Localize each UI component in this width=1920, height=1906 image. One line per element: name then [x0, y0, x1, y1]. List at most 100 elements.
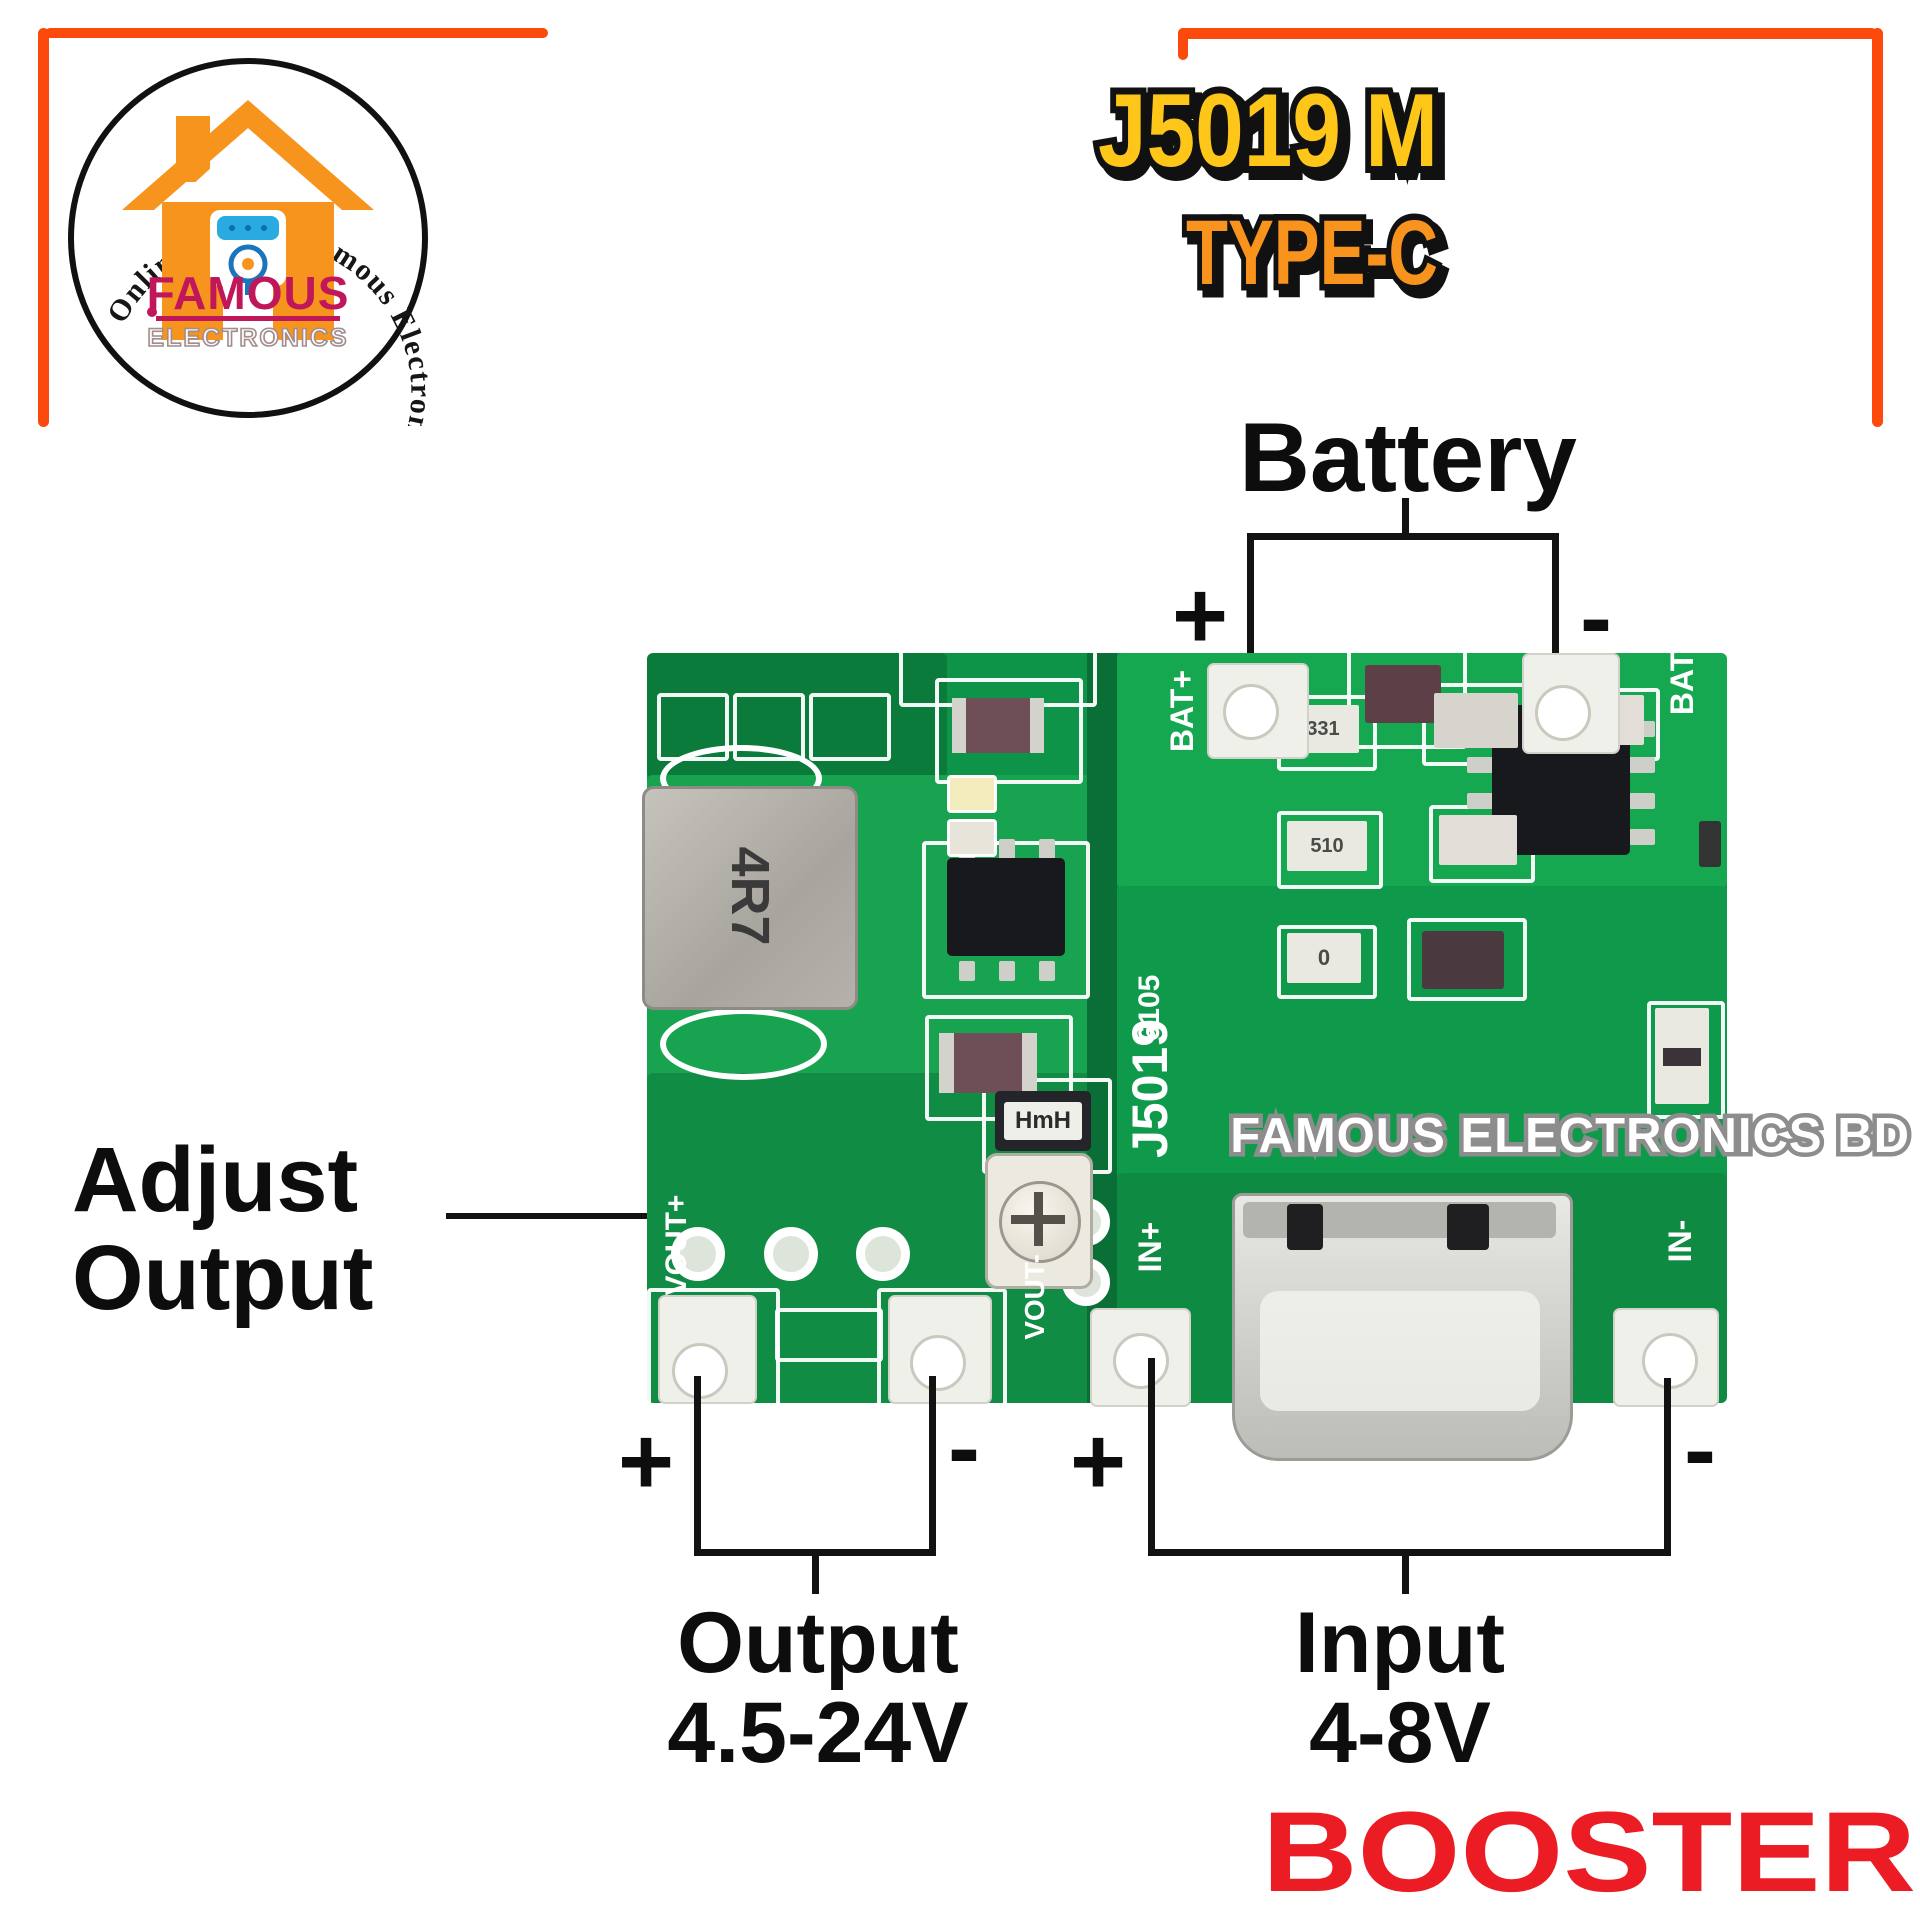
sot23-ic — [947, 858, 1065, 956]
famous-electronics-logo: Online Shop · Famous Electronics · Trust… — [68, 58, 436, 426]
title-line2-shadow: TYPE-C — [1192, 208, 1444, 306]
pcb-board: 4R7 331 510 — [642, 643, 1727, 1461]
silk-box — [775, 1308, 883, 1362]
input-range: 4-8V — [1309, 1685, 1491, 1781]
frame-top-right-stub — [1178, 28, 1188, 60]
smd-end — [1022, 1033, 1037, 1093]
smd-band — [1663, 1048, 1701, 1066]
smd-resistor — [1655, 1008, 1709, 1104]
title-block: J5019 M J5019 M TYPE-C TYPE-C — [1091, 66, 1450, 306]
in-plus-pad — [1090, 1308, 1191, 1407]
led — [947, 775, 997, 813]
silk-box — [1407, 918, 1527, 1001]
silk-bat-plus: BAT+ — [1164, 669, 1200, 753]
frame-top-right-bar — [1178, 28, 1877, 39]
ic-pin — [1629, 757, 1655, 773]
input-bracket-right — [1664, 1378, 1671, 1556]
silk-box — [809, 693, 891, 761]
silk-box — [935, 678, 1083, 784]
silk-vout-plus: VOUT+ — [660, 1194, 693, 1296]
smd-capacitor — [1365, 665, 1441, 723]
input-bracket-left — [1148, 1358, 1155, 1556]
frame-top-left-bar — [45, 28, 548, 38]
output-label: Output — [677, 1595, 959, 1691]
smd-capacitor — [952, 698, 1044, 753]
battery-plus: + — [1172, 562, 1229, 669]
component-marking: HmH — [1004, 1102, 1082, 1140]
input-bracket-bottom — [1148, 1549, 1671, 1556]
title-line1: J5019 M — [1098, 73, 1438, 189]
smd-resistor: 510 — [1287, 821, 1367, 871]
type-c-connector — [1232, 1193, 1573, 1461]
ic-pin — [1467, 793, 1493, 809]
battery-label: Battery — [1239, 402, 1577, 512]
in-plus-hole — [1113, 1333, 1169, 1389]
title-line1-shadow: J5019 M — [1104, 79, 1444, 195]
smd-capacitor — [1422, 931, 1504, 989]
input-label: Input — [1294, 1595, 1506, 1691]
vout-minus-hole — [910, 1335, 966, 1391]
logo-brand: FAMOUS — [147, 267, 350, 319]
silk-in-minus: IN- — [1662, 1219, 1698, 1263]
led — [947, 819, 997, 857]
ic-pin — [1629, 793, 1655, 809]
ic-pad — [999, 839, 1015, 859]
silk-box — [1277, 925, 1377, 999]
input-bracket-stem — [1402, 1556, 1409, 1594]
battery-bracket-stem — [1402, 498, 1409, 538]
output-bracket-bottom — [694, 1549, 936, 1556]
booster-caption: BOOSTER — [1262, 1789, 1916, 1906]
battery-bracket-right — [1552, 533, 1559, 710]
gadget-icon — [210, 210, 286, 295]
via-pad — [764, 1227, 818, 1281]
smd-resistor: 0 — [1287, 933, 1361, 983]
inductor — [660, 1008, 827, 1080]
battery-minus: - — [1580, 564, 1612, 671]
smd-resistor — [1439, 815, 1517, 865]
connector-face — [1260, 1291, 1540, 1411]
logo-brand-dot — [147, 307, 157, 317]
smd-end — [939, 1033, 954, 1093]
battery-bracket-top — [1247, 533, 1559, 540]
silk-box — [1647, 1001, 1725, 1119]
smd-resistor — [1434, 693, 1518, 748]
output-bracket-stem — [812, 1556, 819, 1594]
logo-brand-sub: ELECTRONICS — [147, 324, 348, 352]
silk-batch: 6105 — [1133, 974, 1166, 1042]
input-plus: + — [1070, 1408, 1127, 1515]
ic-pad — [959, 961, 975, 981]
screw-slot — [1011, 1215, 1065, 1224]
silk-bat-minus: BAT- — [1664, 642, 1700, 716]
frame-right-bar — [1872, 28, 1883, 427]
smd-capacitor — [939, 1033, 1037, 1093]
title-line2: TYPE-C — [1186, 202, 1438, 304]
logo-brand-underline — [156, 316, 340, 321]
battery-bracket-left — [1247, 533, 1254, 710]
silk-vout-minus: VOUT- — [1019, 1254, 1050, 1340]
ic-pin — [1629, 829, 1655, 845]
output-bracket-right — [929, 1376, 936, 1556]
via-pad — [856, 1227, 910, 1281]
input-minus: - — [1684, 1396, 1716, 1503]
silk-in-plus: IN+ — [1132, 1221, 1168, 1273]
smd-small — [1699, 821, 1721, 867]
output-bracket-left — [694, 1376, 701, 1556]
ic-pad — [999, 961, 1015, 981]
adjust-label-line2: Output — [72, 1227, 374, 1329]
inductor-marking: 4R7 — [720, 846, 780, 946]
output-plus: + — [618, 1408, 675, 1515]
watermark-text: FAMOUS ELECTRONICS BD — [1230, 1109, 1910, 1163]
output-range: 4.5-24V — [667, 1685, 969, 1781]
ic-pad — [1039, 839, 1055, 859]
connector-leg — [1447, 1204, 1489, 1250]
adjust-label-line1: Adjust — [72, 1129, 359, 1231]
watermark: FAMOUS ELECTRONICS BD — [1226, 1105, 1914, 1168]
inductor-body: 4R7 — [642, 786, 858, 1010]
via-pad — [671, 1227, 725, 1281]
trimmer-pot — [985, 1153, 1093, 1289]
ic-pin — [1467, 757, 1493, 773]
frame-left-bar — [38, 28, 49, 427]
bat-plus-hole — [1223, 684, 1279, 740]
output-minus: - — [948, 1394, 980, 1501]
